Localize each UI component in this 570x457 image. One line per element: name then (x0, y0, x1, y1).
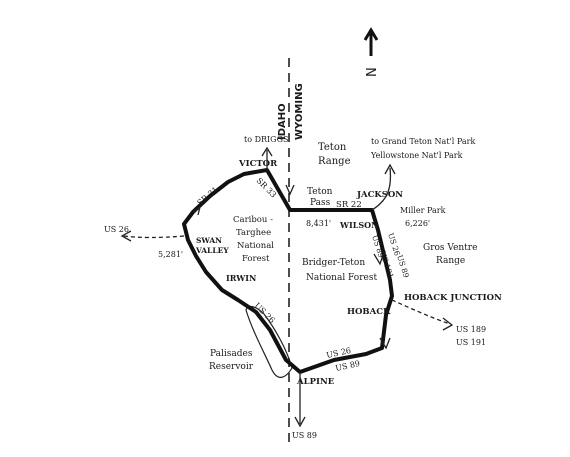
teton-pass-elevation: 8,431' (306, 219, 331, 228)
alpine-label: ALPINE (296, 377, 335, 387)
caribou-label-2: Targhee (236, 228, 271, 238)
direction-arrow-swan-icon (192, 205, 202, 216)
arrow-to-driggs-icon (261, 146, 273, 157)
sr31-label: SR 31 (196, 185, 220, 207)
bridger-teton-label-2: National Forest (306, 273, 377, 283)
gros-ventre-label-2: Range (436, 256, 465, 266)
direction-arrow-teton-icon (285, 184, 295, 196)
north-arrow-icon (363, 27, 379, 56)
us189-191-label-b: US 191 (456, 338, 486, 347)
teton-range-label-2: Range (318, 156, 351, 167)
palisades-reservoir-shape (245, 305, 293, 378)
caribou-label-1: Caribou - (233, 215, 273, 225)
spur-us26-west (123, 235, 185, 239)
jackson-label: JACKSON (356, 190, 403, 200)
wyoming-label: WYOMING (294, 83, 305, 140)
us26-89-jct-label-b: US 89 (395, 254, 411, 279)
teton-pass-label-2: Pass (310, 198, 331, 208)
swan-valley-elevation: 5,281' (158, 250, 183, 259)
idaho-label: IDAHO (277, 103, 288, 140)
hoback-label: HOBACK (347, 307, 391, 317)
teton-pass-label-1: Teton (307, 187, 333, 197)
swan-valley-label-2: VALLEY (195, 246, 229, 255)
to-parks-label-2: Yellowstone Nat'l Park (370, 151, 463, 160)
north-label: N (365, 67, 380, 77)
to-driggs-label: to DRIGGS (244, 135, 288, 144)
wilson-label: WILSON (339, 220, 378, 230)
spur-us189-191 (391, 299, 451, 325)
us26-west-label: US 26 (104, 225, 129, 234)
arrow-us189-191-icon (442, 317, 454, 331)
arrow-us89-south-icon (294, 416, 306, 428)
miller-park-label-1: Miller Park (400, 206, 446, 215)
us189-191-label-a: US 189 (456, 325, 486, 334)
miller-park-label-2: 6,226' (405, 219, 430, 228)
bridger-teton-label-1: Bridger-Teton (302, 258, 365, 268)
palisades-label-1: Palisades (210, 349, 253, 359)
sr22-label: SR 22 (336, 200, 362, 210)
arrow-us26-west-icon (120, 230, 132, 242)
to-parks-label-1: to Grand Teton Nat'l Park (371, 137, 475, 146)
us89-south-label: US 89 (292, 431, 317, 440)
teton-range-label-1: Teton (318, 142, 347, 153)
caribou-label-4: Forest (242, 254, 270, 264)
irwin-label: IRWIN (226, 273, 256, 283)
arrow-to-parks-icon (384, 163, 396, 175)
gros-ventre-label-1: Gros Ventre (423, 243, 477, 253)
swan-valley-label-1: SWAN (196, 236, 222, 245)
spur-roads (120, 146, 454, 428)
spur-to-parks (371, 167, 392, 211)
caribou-label-3: National (237, 241, 274, 251)
direction-arrow-alpine-icon (379, 337, 391, 350)
victor-label: VICTOR (238, 159, 278, 169)
direction-arrow-hoback-icon (373, 251, 385, 266)
hoback-junction-label: HOBACK JUNCTION (404, 293, 502, 303)
palisades-label-2: Reservoir (209, 362, 254, 372)
